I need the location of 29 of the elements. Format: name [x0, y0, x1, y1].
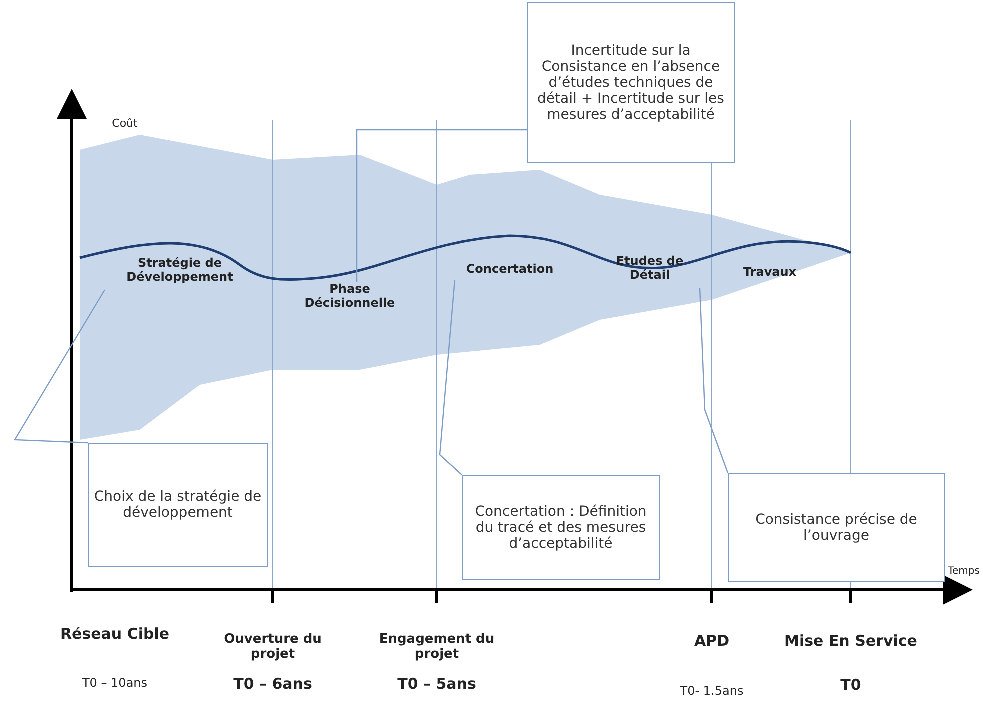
callout-box	[462, 475, 660, 580]
axis-label: Coût	[111, 117, 139, 130]
milestone-name: Ouverture du projet	[223, 632, 323, 662]
callout-text: Choix de la stratégie de développement	[93, 489, 263, 521]
phase-label: Phase Décisionnelle	[290, 282, 410, 310]
milestone-name: Mise En Service	[784, 632, 918, 650]
callout-text: Incertitude sur la Consistance en l’absence d’études techniques de détail + Incertitude sur les mesures d’acceptabilité	[536, 42, 726, 122]
milestone-date: T0 – 10ans	[81, 676, 149, 690]
milestone-date: T0 – 5ans	[396, 675, 478, 693]
leader-line	[439, 280, 462, 476]
phase-label: Etudes de Détail	[600, 254, 700, 282]
milestone-name: APD	[693, 632, 731, 650]
leader-line	[14, 290, 106, 444]
milestone-date: T0 – 6ans	[232, 675, 314, 693]
phase-label: Travaux	[735, 265, 805, 279]
leader-line	[699, 288, 729, 474]
callout-box	[88, 443, 268, 567]
callout-box	[728, 473, 945, 582]
leader-line	[356, 129, 527, 282]
axis-label: Temps	[947, 566, 981, 577]
phase-label: Concertation	[455, 262, 565, 276]
milestone-name: Engagement du projet	[378, 632, 496, 662]
callout-box	[527, 2, 735, 163]
milestone-date: T0- 1.5ans	[679, 684, 745, 698]
phase-label: Stratégie de Développement	[105, 256, 255, 284]
callout-text: Concertation : Définition du tracé et des mesures d’acceptabilité	[474, 504, 648, 552]
callout-text: Consistance précise de l’ouvrage	[754, 512, 918, 544]
milestone-date: T0	[840, 676, 862, 694]
milestone-name: Réseau Cible	[59, 625, 171, 643]
